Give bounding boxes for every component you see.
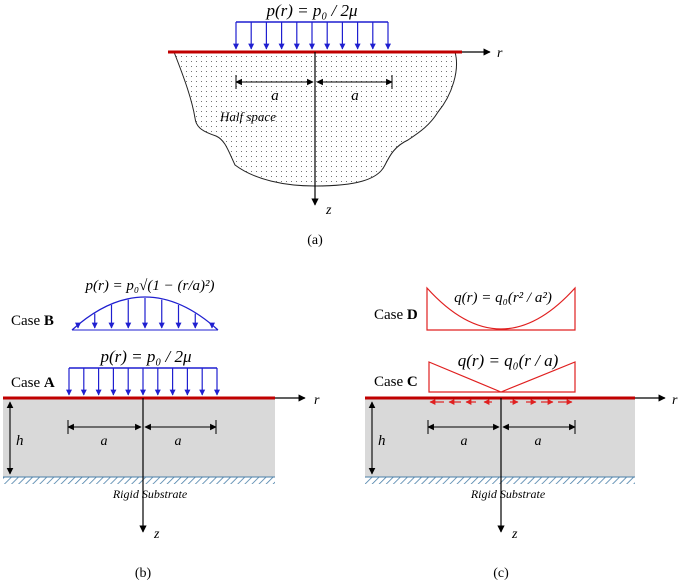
a-label-right: a <box>175 434 182 449</box>
panel-b: Case B p(r) = p₀√(1 − (r/a)²) Case A p(r… <box>3 278 320 581</box>
load-formula: p(r) = p₀ / 2μ <box>265 1 357 20</box>
rigid-substrate-label: Rigid Substrate <box>112 487 188 501</box>
z-axis-label: z <box>153 527 160 542</box>
uniform-load-arrows <box>233 22 391 50</box>
caption-a: (a) <box>307 233 323 248</box>
rigid-substrate-hatch <box>365 477 635 484</box>
z-axis-label: z <box>511 527 518 542</box>
case-d-formula: q(r) = q₀(r² / a²) <box>454 290 552 306</box>
caption-c: (c) <box>493 566 509 581</box>
z-axis-label: z <box>325 203 332 218</box>
case-a-label: Case A <box>11 375 55 391</box>
case-a-formula: p(r) = p₀ / 2μ <box>99 347 191 366</box>
a-label-left: a <box>101 434 108 449</box>
case-c-label: Case C <box>374 374 418 390</box>
a-label-right: a <box>535 434 542 449</box>
case-b-formula: p(r) = p₀√(1 − (r/a)²) <box>84 278 214 294</box>
rigid-substrate-hatch <box>3 477 275 484</box>
a-label-left: a <box>271 88 279 104</box>
quadratic-shear-profile <box>426 286 576 331</box>
r-axis-label: r <box>497 46 503 61</box>
case-c-formula: q(r) = q₀(r / a) <box>458 351 559 370</box>
a-label-right: a <box>351 88 359 104</box>
a-label-left: a <box>461 434 468 449</box>
h-label: h <box>16 433 24 449</box>
r-axis-label: r <box>672 393 678 408</box>
case-d-label: Case D <box>374 307 418 323</box>
caption-b: (b) <box>135 566 152 581</box>
elliptical-load-curve <box>71 296 219 331</box>
rigid-substrate-label: Rigid Substrate <box>470 487 546 501</box>
uniform-load-arrows <box>66 368 220 396</box>
linear-shear-profile <box>428 361 576 393</box>
case-b-label: Case B <box>11 313 54 329</box>
layer-region <box>3 398 275 477</box>
elliptical-load-arrows <box>75 298 215 329</box>
layer-region <box>365 398 635 477</box>
r-axis-label: r <box>314 393 320 408</box>
half-space-label: Half space <box>219 109 276 124</box>
panel-c: Case D q(r) = q₀(r² / a²) Case C q(r) = … <box>365 286 678 581</box>
panel-a: p(r) = p₀ / 2μ r z a a Half space (a) <box>168 1 503 248</box>
h-label: h <box>378 433 386 449</box>
